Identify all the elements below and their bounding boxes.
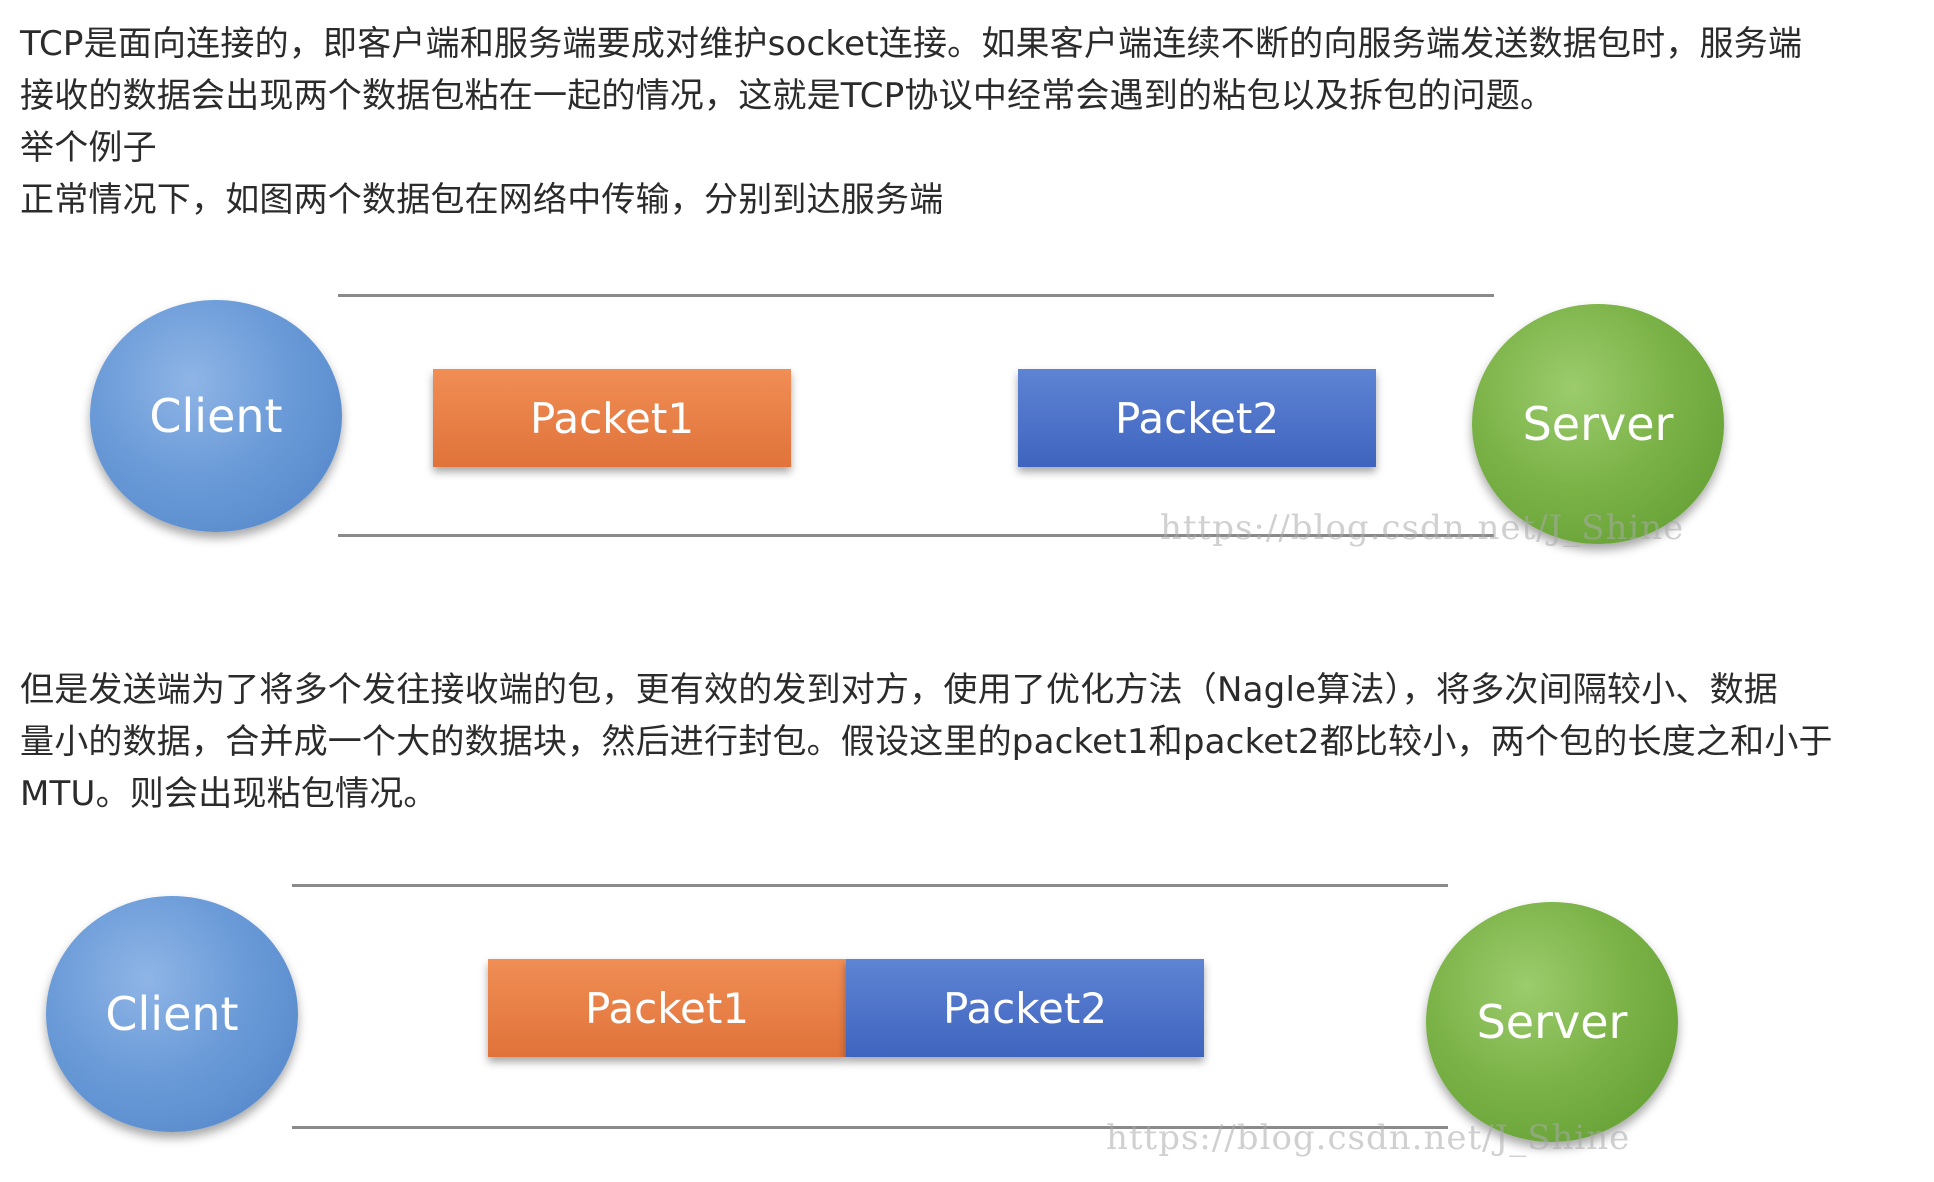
top-rail	[338, 294, 1494, 297]
packet1-block: Packet1	[433, 369, 791, 467]
normal-case-line: 正常情况下，如图两个数据包在网络中传输，分别到达服务端	[20, 180, 944, 220]
server-node: Server	[1472, 304, 1724, 544]
top-rail	[292, 884, 1448, 887]
packet1-label: Packet1	[584, 983, 750, 1033]
nagle-line-1: 但是发送端为了将多个发往接收端的包，更有效的发到对方，使用了优化方法（Nagle…	[20, 670, 1779, 710]
packet2-label: Packet2	[1114, 393, 1280, 443]
intro-line-1: TCP是面向连接的，即客户端和服务端要成对维护socket连接。如果客户端连续不…	[20, 24, 1803, 64]
example-heading: 举个例子	[20, 128, 157, 168]
client-node: Client	[90, 300, 342, 532]
packet1-block: Packet1	[488, 959, 846, 1057]
watermark: https://blog.csdn.net/J_Shine	[1106, 1118, 1631, 1158]
nagle-paragraph: 但是发送端为了将多个发往接收端的包，更有效的发到对方，使用了优化方法（Nagle…	[20, 664, 1920, 820]
packet2-label: Packet2	[942, 983, 1108, 1033]
client-label: Client	[149, 389, 283, 443]
diagram-merged-packets: Client Packet1 Packet2 Server https://bl…	[0, 862, 1934, 1182]
server-label: Server	[1522, 397, 1674, 451]
nagle-line-2: 量小的数据，合并成一个大的数据块，然后进行封包。假设这里的packet1和pac…	[20, 722, 1833, 762]
packet2-block: Packet2	[1018, 369, 1376, 467]
bottom-rail	[338, 534, 1494, 537]
packet1-label: Packet1	[529, 393, 695, 443]
client-label: Client	[105, 987, 239, 1041]
intro-line-2: 接收的数据会出现两个数据包粘在一起的情况，这就是TCP协议中经常会遇到的粘包以及…	[20, 76, 1555, 116]
client-node: Client	[46, 896, 298, 1132]
diagram-separate-packets: Client Packet1 Packet2 Server https://bl…	[0, 262, 1934, 582]
server-label: Server	[1476, 995, 1628, 1049]
nagle-line-3: MTU。则会出现粘包情况。	[20, 774, 438, 814]
watermark: https://blog.csdn.net/J_Shine	[1160, 508, 1685, 548]
bottom-rail	[292, 1126, 1448, 1129]
server-node: Server	[1426, 902, 1678, 1142]
intro-paragraph: TCP是面向连接的，即客户端和服务端要成对维护socket连接。如果客户端连续不…	[20, 18, 1920, 226]
packet2-block: Packet2	[846, 959, 1204, 1057]
